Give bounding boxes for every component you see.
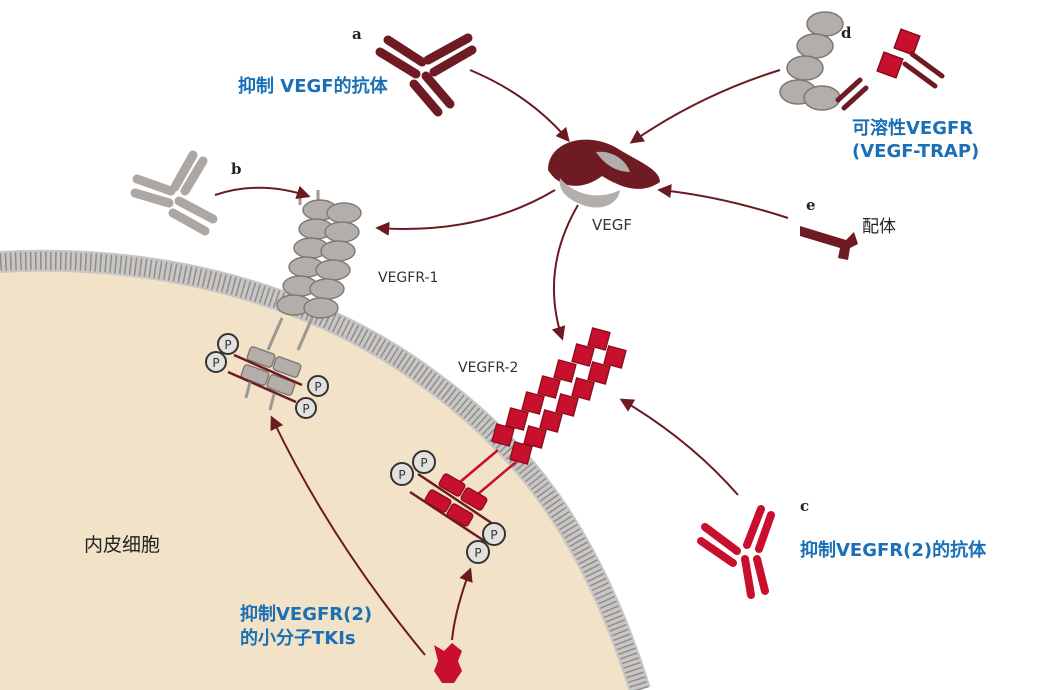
phospho-label: P bbox=[314, 380, 321, 394]
vegfr2-label: VEGFR-2 bbox=[458, 360, 519, 376]
anti-vegfr1-antibody-icon bbox=[130, 150, 218, 236]
label-a: a bbox=[352, 25, 362, 43]
phospho-label: P bbox=[212, 356, 219, 370]
arrow-a-to-vegf bbox=[469, 69, 570, 143]
phospho-label: P bbox=[398, 468, 405, 482]
vegfr2-transmembrane bbox=[459, 449, 517, 495]
endothelial-cell-label: 内皮细胞 bbox=[84, 534, 161, 556]
anti-vegfr2-antibody-icon bbox=[697, 505, 775, 599]
soluble-vegfr-label-line1: 可溶性VEGFR bbox=[852, 118, 974, 139]
label-b: b bbox=[231, 160, 242, 178]
vegfr1-receptor-icon bbox=[227, 190, 362, 411]
endothelial-cell-body bbox=[0, 260, 640, 690]
vegfr1-label: VEGFR-1 bbox=[378, 270, 439, 286]
vegf-label: VEGF bbox=[592, 216, 632, 234]
phospho-label: P bbox=[490, 528, 497, 542]
vegfr2-linker bbox=[409, 472, 497, 544]
arrow-e-to-vegf bbox=[657, 184, 789, 219]
phospho-label: P bbox=[302, 402, 309, 416]
tki-label-line2: 的小分子TKIs bbox=[240, 628, 356, 649]
arrow-vegf-to-vegfr2 bbox=[551, 204, 579, 341]
vegf-trap-icon bbox=[779, 11, 945, 111]
phospho-label: P bbox=[474, 546, 481, 560]
soluble-vegfr-label-line2: (VEGF-TRAP) bbox=[852, 141, 980, 162]
anti-vegf-antibody-label: 抑制 VEGF的抗体 bbox=[238, 76, 388, 97]
tki-label-line1: 抑制VEGFR(2) bbox=[240, 604, 373, 625]
vegfr2-kinase-domain bbox=[424, 473, 488, 527]
cell-membrane-texture bbox=[0, 251, 649, 690]
arrow-b-to-vegfr1 bbox=[214, 185, 311, 200]
anti-vegf-antibody-icon bbox=[375, 33, 477, 117]
arrow-c-to-vegfr2 bbox=[619, 398, 739, 496]
phospho-label: P bbox=[224, 338, 231, 352]
arrow-vegf-to-vegfr1 bbox=[375, 189, 556, 236]
anti-vegfr2-antibody-label: 抑制VEGFR(2)的抗体 bbox=[800, 540, 987, 561]
label-d: d bbox=[841, 24, 852, 42]
ligand-label: 配体 bbox=[862, 217, 896, 237]
tki-molecule-icon bbox=[434, 643, 462, 683]
arrow-d-to-vegf bbox=[629, 69, 781, 144]
vegfr2-receptor-icon bbox=[491, 327, 627, 465]
phospho-label: P bbox=[420, 456, 427, 470]
vegfr2-phospho-group: P P P P bbox=[390, 450, 506, 564]
ligand-e-icon bbox=[800, 226, 858, 260]
arrow-tki-to-vegfr1 bbox=[270, 415, 426, 656]
arrow-tki-to-vegfr2 bbox=[451, 567, 473, 641]
label-e: e bbox=[806, 196, 816, 214]
vegfr1-phospho-group: P P P P bbox=[205, 333, 329, 419]
label-c: c bbox=[800, 497, 810, 515]
vegf-ligand-icon bbox=[548, 139, 660, 208]
